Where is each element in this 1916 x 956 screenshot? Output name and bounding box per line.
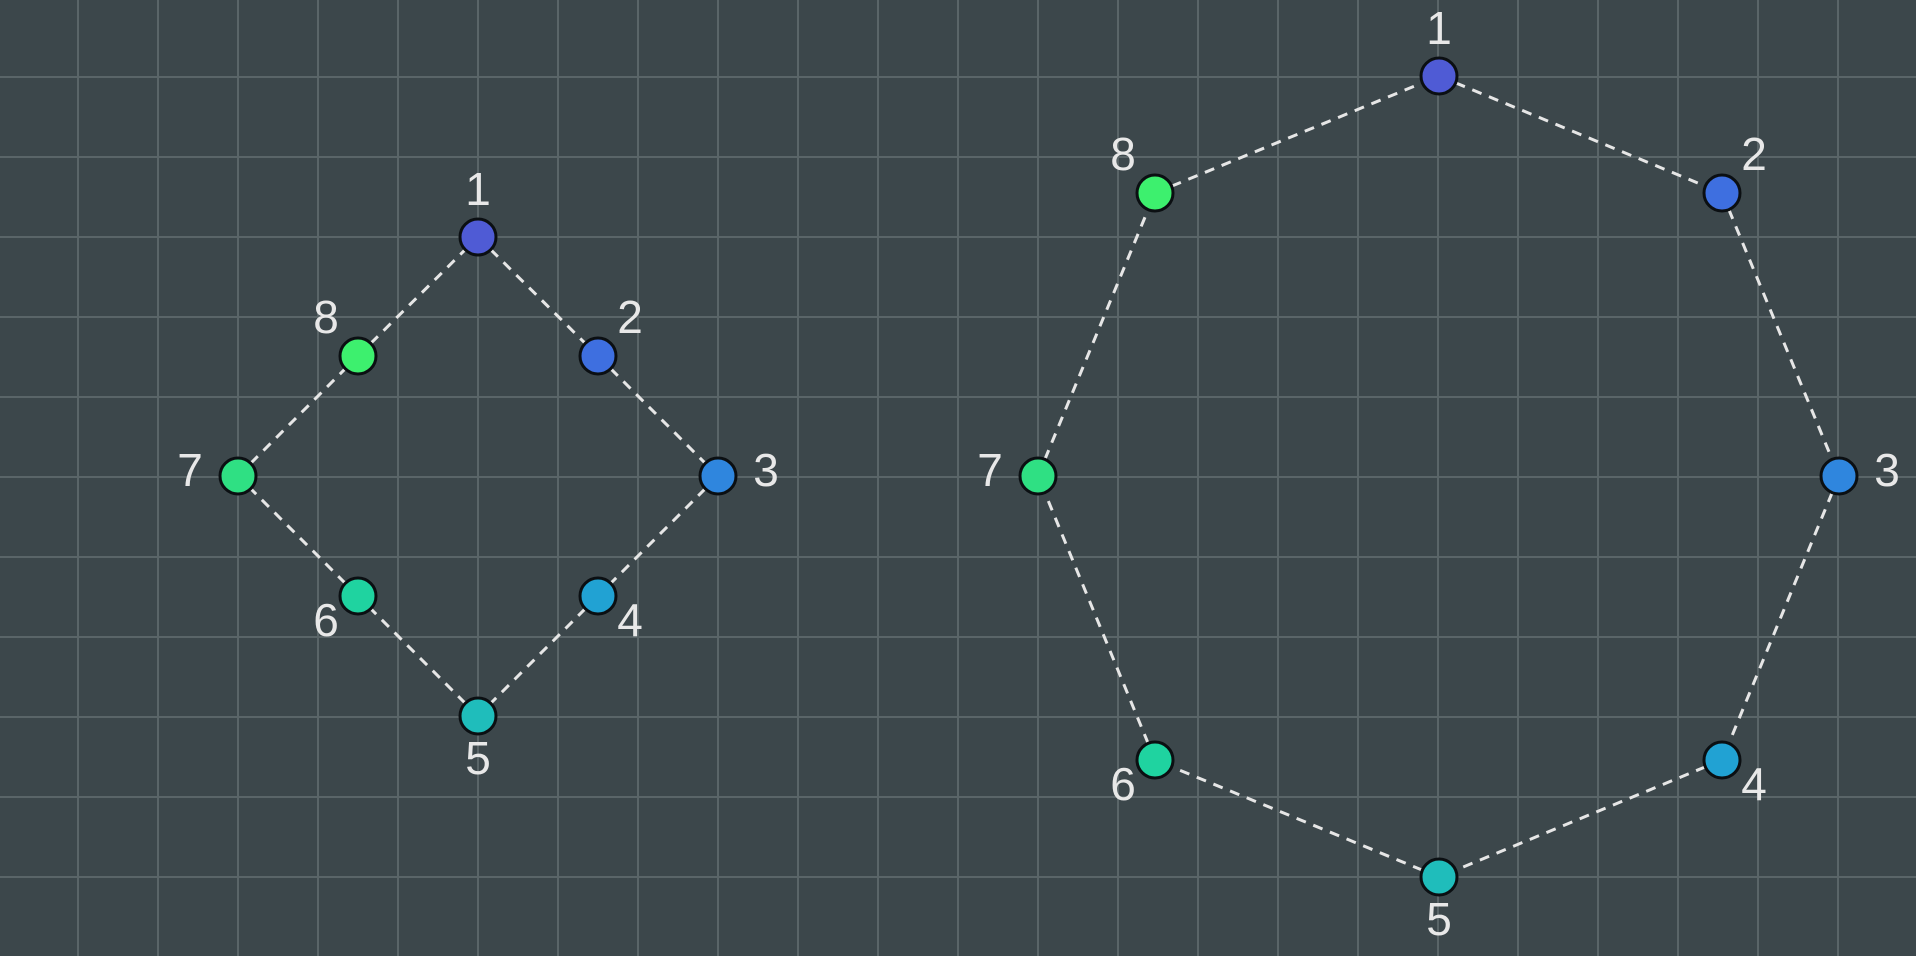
- edge-8-1: [1154, 74, 1440, 195]
- node-label-5: 5: [1426, 893, 1452, 945]
- node-8: [338, 336, 378, 376]
- small-octagon-diagram: 1 2 3 4 5 6 7 8: [177, 163, 779, 784]
- node-label-7: 7: [977, 444, 1003, 496]
- node-label-6: 6: [1110, 758, 1136, 810]
- node-label-3: 3: [753, 444, 779, 496]
- edge-4-5: [1438, 758, 1723, 879]
- node-label-7: 7: [177, 444, 203, 496]
- node-label-1: 1: [465, 163, 491, 215]
- node-1: [458, 217, 498, 257]
- edge-5-6: [1154, 758, 1440, 879]
- edge-7-8: [236, 354, 360, 478]
- node-6: [338, 576, 378, 616]
- node-label-8: 8: [1110, 128, 1136, 180]
- node-1: [1419, 56, 1459, 96]
- edge-1-2: [476, 235, 600, 358]
- node-5: [458, 696, 498, 736]
- node-3: [1819, 456, 1859, 496]
- edge-4-5: [476, 594, 600, 718]
- edge-3-4: [1720, 475, 1841, 761]
- node-label-2: 2: [1741, 128, 1767, 180]
- node-8: [1135, 173, 1175, 213]
- node-5: [1419, 857, 1459, 897]
- node-7: [218, 456, 258, 496]
- edge-6-7: [236, 474, 360, 598]
- node-4: [578, 576, 618, 616]
- node-2: [578, 336, 618, 376]
- node-label-8: 8: [313, 291, 339, 343]
- node-2: [1702, 173, 1742, 213]
- edge-6-7: [1036, 475, 1157, 761]
- edge-8-1: [356, 235, 480, 358]
- edge-1-2: [1438, 74, 1723, 195]
- edge-5-6: [356, 594, 480, 718]
- edge-7-8: [1036, 192, 1157, 477]
- node-label-5: 5: [465, 732, 491, 784]
- edge-2-3: [596, 354, 720, 478]
- node-label-1: 1: [1426, 2, 1452, 54]
- node-6: [1135, 740, 1175, 780]
- node-4: [1702, 740, 1742, 780]
- node-label-4: 4: [617, 594, 643, 646]
- node-label-3: 3: [1874, 444, 1900, 496]
- node-label-2: 2: [617, 291, 643, 343]
- edge-3-4: [596, 474, 720, 598]
- node-label-6: 6: [313, 594, 339, 646]
- edge-2-3: [1720, 192, 1841, 477]
- large-octagon-diagram: 1 2 3 4 5 6 7 8: [977, 2, 1900, 945]
- node-label-4: 4: [1741, 758, 1767, 810]
- node-3: [698, 456, 738, 496]
- node-7: [1018, 456, 1058, 496]
